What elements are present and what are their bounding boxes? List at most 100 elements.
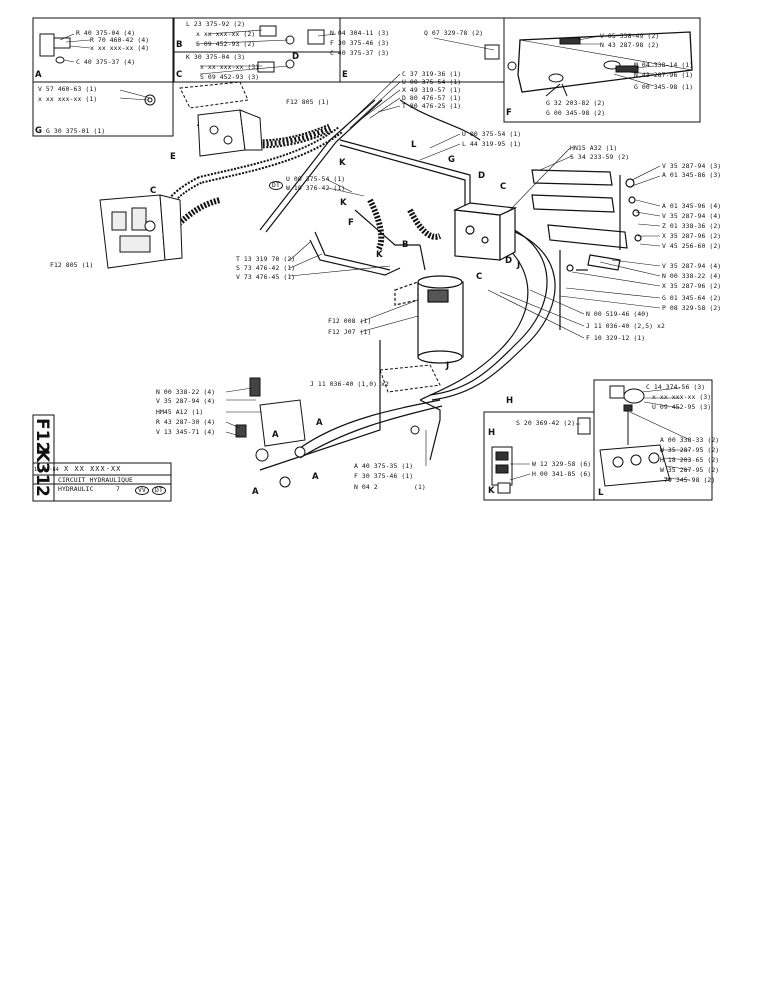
box-c-item: S 09 452-93 (3) <box>200 73 260 81</box>
center-lower-label: N 00 519-46 (40) <box>586 310 650 318</box>
box-k-letter: K <box>488 486 495 496</box>
callout-letter: F <box>348 218 354 228</box>
bracket-lower-label: P 08 329-58 (2) <box>662 304 722 312</box>
box-a-item: C 40 375-37 (4) <box>76 58 136 66</box>
box-f-item: M 04 338-14 (1) <box>634 61 694 69</box>
hose-lower-label: J 11 036-40 (1,0) x2 <box>310 380 389 388</box>
vv-badge: VV <box>135 486 149 495</box>
box-f-item: N 43 287-96 (1) <box>634 71 694 79</box>
center-lower-label: F 10 329-12 (1) <box>586 334 646 342</box>
bottom-center-label: F 30 375-46 (1) <box>354 472 414 480</box>
box-h-item: H 00 341-85 (6) <box>532 470 592 478</box>
box-h-item: S 20 369-42 (2) <box>516 419 576 427</box>
mid-left-label: W 10 376-42 (1) <box>286 184 346 192</box>
callout-letter: A <box>272 430 279 440</box>
title-suffix: 7 <box>116 485 120 493</box>
box-a-item: R 70 460-42 (4) <box>90 36 150 44</box>
box-f-item: G 32 203-82 (2) <box>546 99 606 107</box>
box-f-letter: F <box>506 108 512 118</box>
cylinder-label: N 00 338-22 (4) <box>156 388 216 396</box>
callout-letter: B <box>402 240 409 250</box>
callout-letter: H <box>506 396 514 406</box>
box-b-item: L 23 375-92 (2) <box>186 20 246 28</box>
box-d-item: F 30 375-46 (3) <box>330 39 390 47</box>
callout-letter: K <box>376 250 383 260</box>
bracket-top-label: S 34 233-59 (2) <box>570 153 630 161</box>
dt-reference: DT <box>269 181 283 190</box>
callout-letter: A <box>312 472 319 482</box>
box-d-item: N 04 304-11 (3) <box>330 29 390 37</box>
callout-letter: L <box>411 140 417 150</box>
drawing-ref-placeholder: X XX XXX-XX <box>64 465 122 473</box>
mid-left-label: U 00 375-54 (1) <box>286 175 346 183</box>
box-b-item: x xx xxx-xx (2) <box>196 30 256 38</box>
bottom-center-label: A 40 375-35 (1) <box>354 462 414 470</box>
cylinder-label: V 35 287-94 (4) <box>156 397 216 405</box>
box-f-item: N 43 287-98 (2) <box>600 41 660 49</box>
callout-letter: A <box>252 487 259 497</box>
filter-label: F12 J07 (1) <box>328 328 372 336</box>
hose-label: C 37 319-36 (1) <box>402 70 462 78</box>
callout-letter: C <box>150 186 157 196</box>
bracket-right-label: X 35 287-96 (2) <box>662 232 722 240</box>
box-a-letter: A <box>35 70 42 80</box>
callout-letter: K <box>339 158 346 168</box>
bracket-lower-label: V 35 287-94 (4) <box>662 262 722 270</box>
box-f-item: V 05 338-49 (2) <box>600 32 660 40</box>
box-l-item: H 18 203-65 (2) <box>660 456 720 464</box>
box-f-item: G 00 345-98 (1) <box>634 83 694 91</box>
box-c-item: x xx xxx-xx (3) <box>200 63 260 71</box>
box-d-letter: D <box>292 52 300 62</box>
hose-label: D 80 476-57 (1) <box>402 94 462 102</box>
box-l-item: x xx xxx-xx (3) <box>652 393 712 401</box>
box-d-item: C 40 375-37 (3) <box>330 49 390 57</box>
box-l-item: U 09 452-95 (3) <box>652 403 712 411</box>
cylinder-label: R 43 287-30 (4) <box>156 418 216 426</box>
center-lower-label: J 11 036-40 (2,5) x2 <box>586 322 665 330</box>
box-l-item: 70 345-98 (2) <box>664 476 716 484</box>
side-code-f12: F12 <box>32 418 52 454</box>
box-a-item: R 40 375-04 (4) <box>76 29 136 37</box>
bracket-right-label: A 01 345-96 (4) <box>662 202 722 210</box>
f12-805-top-label: F12 805 (1) <box>286 98 330 106</box>
bracket-right-label: A 01 345-86 (3) <box>662 171 722 179</box>
box-c-letter: C <box>176 70 183 80</box>
title-english: HYDRAULIC <box>58 485 94 493</box>
pipe-label: V 73 476-45 (1) <box>236 273 296 281</box>
valve-label: L 44 319-95 (1) <box>462 140 522 148</box>
box-f-item: G 00 345-98 (2) <box>546 109 606 117</box>
callout-letter: C <box>500 182 507 192</box>
callout-letter: G <box>448 155 455 165</box>
box-c-item: K 30 375-04 (3) <box>186 53 246 61</box>
bracket-right-label: Z 01 338-36 (2) <box>662 222 722 230</box>
callout-letter: J <box>517 260 521 270</box>
hose-label: U 00 375-54 (1) <box>402 78 462 86</box>
detail-box-f <box>503 17 701 123</box>
callout-letter: J <box>446 361 450 371</box>
box-h-item: W 12 329-58 (6) <box>532 460 592 468</box>
box-g-item: G 30 375-01 (1) <box>46 127 106 135</box>
detail-box-g <box>32 81 174 137</box>
side-code-2: 2 <box>32 485 52 497</box>
callout-letter: A <box>316 418 323 428</box>
bracket-right-label: V 35 287-94 (3) <box>662 162 722 170</box>
box-e-item: Q 07 329-78 (2) <box>424 29 484 37</box>
box-b-letter: B <box>176 40 183 50</box>
box-l-letter: L <box>598 488 604 498</box>
bracket-right-label: V 45 256-60 (2) <box>662 242 722 250</box>
bracket-right-label: V 35 287-94 (4) <box>662 212 722 220</box>
box-l-item: C 14 374-56 (3) <box>646 383 706 391</box>
cylinder-label: V 13 345-71 (4) <box>156 428 216 436</box>
callout-letter: D <box>478 171 486 181</box>
callout-letter: D <box>505 256 513 266</box>
box-h-letter: H <box>488 428 496 438</box>
bracket-lower-label: X 35 287-96 (2) <box>662 282 722 290</box>
box-g-item: V 57 460-63 (1) <box>38 85 98 93</box>
box-l-item: A 00 338-33 (2) <box>660 436 720 444</box>
bracket-top-label: HN15 A32 (1) <box>570 144 618 152</box>
box-l-item: W 35 287-95 (2) <box>660 466 720 474</box>
box-l-item: W 35 287-95 (2) <box>660 446 720 454</box>
pipe-label: S 73 476-42 (1) <box>236 264 296 272</box>
